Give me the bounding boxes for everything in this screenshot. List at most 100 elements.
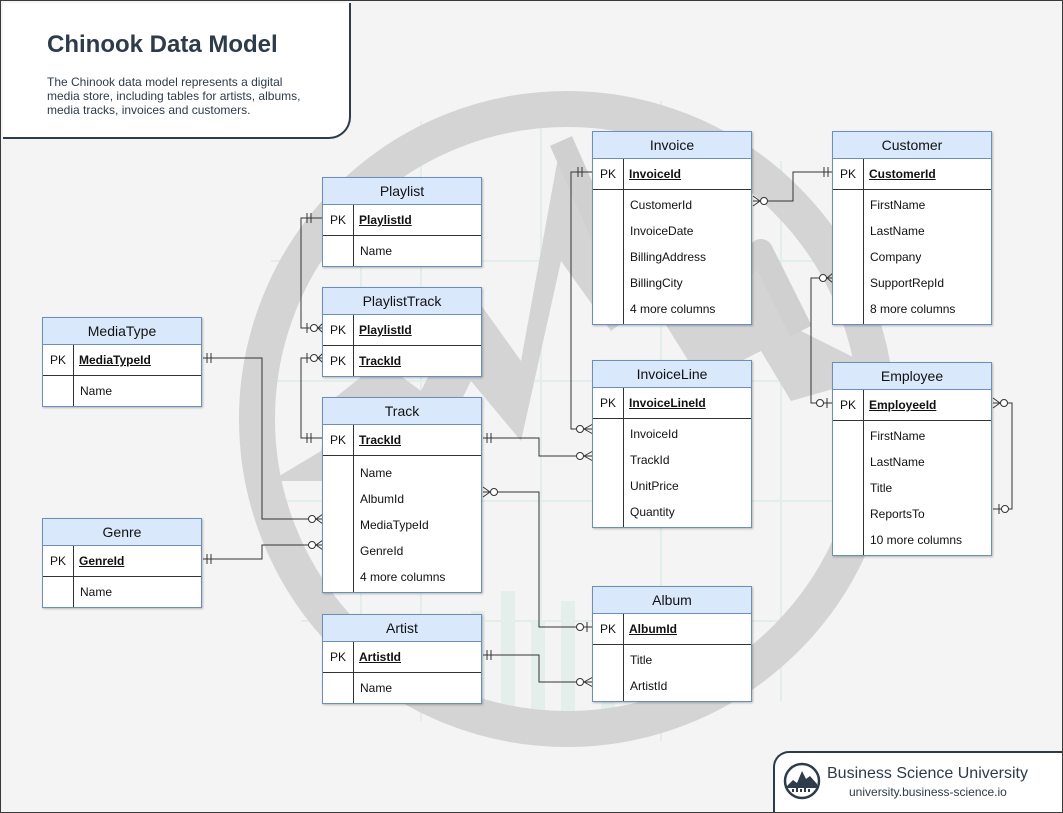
pk-column: InvoiceId <box>629 167 682 181</box>
column: ReportsTo <box>870 507 925 521</box>
pk-column: TrackId <box>359 354 402 368</box>
column-list: Name <box>43 376 201 406</box>
column: TrackId <box>630 453 670 467</box>
column: FirstName <box>870 429 926 443</box>
column: Name <box>360 466 393 480</box>
rel-invoice-invoiceline <box>570 171 593 430</box>
table-employee[interactable]: Employee PK EmployeeId FirstName LastNam… <box>832 362 992 556</box>
table-mediatype[interactable]: MediaType PK MediaTypeId Name <box>42 317 202 407</box>
column-list: Name <box>323 673 481 703</box>
pk-row: PK EmployeeId <box>833 390 991 421</box>
rel-album-track <box>483 491 593 628</box>
column-list: Title ArtistId <box>593 645 751 701</box>
table-title: Artist <box>323 615 481 642</box>
rel-track-invoiceline <box>483 437 593 457</box>
column: Quantity <box>630 505 675 519</box>
pk-row: PK CustomerId <box>833 159 991 190</box>
column: InvoiceDate <box>630 224 694 238</box>
pk-column: ArtistId <box>359 650 401 664</box>
rel-employee-customer <box>810 277 833 404</box>
column-list: Name <box>43 577 201 607</box>
column: CustomerId <box>630 198 693 212</box>
pk-label: PK <box>593 614 624 644</box>
column: 10 more columns <box>870 533 963 547</box>
column: 8 more columns <box>870 302 956 316</box>
column-list: Name AlbumId MediaTypeId GenreId 4 more … <box>323 456 481 592</box>
pk-column: CustomerId <box>869 167 936 181</box>
table-title: Employee <box>833 363 991 390</box>
column-list: CustomerId InvoiceDate BillingAddress Bi… <box>593 190 751 324</box>
table-genre[interactable]: Genre PK GenreId Name <box>42 518 202 608</box>
pk-row: PK PlaylistId <box>323 315 481 346</box>
pk-column: MediaTypeId <box>79 353 151 367</box>
pk-column: EmployeeId <box>869 398 937 412</box>
pk-row: PK GenreId <box>43 546 201 577</box>
column: Name <box>360 244 393 258</box>
rel-employee-self <box>993 402 1013 510</box>
column: AlbumId <box>360 492 405 506</box>
table-playlist[interactable]: Playlist PK PlaylistId Name <box>322 177 482 267</box>
pk-row: PK TrackId <box>323 425 481 456</box>
column-list: InvoiceId TrackId UnitPrice Quantity <box>593 419 751 527</box>
table-customer[interactable]: Customer PK CustomerId FirstName LastNam… <box>832 131 992 325</box>
column: MediaTypeId <box>360 518 429 532</box>
rel-playlist-playlisttrack <box>300 217 323 329</box>
pk-row: PK TrackId <box>323 346 481 376</box>
pk-column: AlbumId <box>629 622 677 636</box>
rel-genre-track <box>203 544 323 560</box>
table-invoice[interactable]: Invoice PK InvoiceId CustomerId InvoiceD… <box>592 131 752 325</box>
page-title: Chinook Data Model <box>47 31 278 58</box>
brand-panel: Business Science University university.b… <box>773 751 1062 812</box>
pk-label: PK <box>593 159 624 189</box>
column: Title <box>870 481 893 495</box>
column: FirstName <box>870 198 926 212</box>
table-title: Playlist <box>323 178 481 205</box>
column-list: FirstName LastName Company SupportRepId … <box>833 190 991 324</box>
column: BillingAddress <box>630 250 707 264</box>
pk-row: PK MediaTypeId <box>43 345 201 376</box>
column: SupportRepId <box>870 276 945 290</box>
pk-column: GenreId <box>79 554 125 568</box>
table-title: MediaType <box>43 318 201 345</box>
table-title: Customer <box>833 132 991 159</box>
pk-label: PK <box>323 425 354 455</box>
brand-url[interactable]: university.business-science.io <box>849 785 1007 799</box>
column: Company <box>870 250 922 264</box>
pk-row: PK InvoiceId <box>593 159 751 190</box>
column: BillingCity <box>630 276 683 290</box>
column: Name <box>80 585 113 599</box>
pk-row: PK PlaylistId <box>323 205 481 236</box>
column: ArtistId <box>630 679 668 693</box>
pk-row: PK ArtistId <box>323 642 481 673</box>
title-panel: Chinook Data Model The Chinook data mode… <box>3 3 351 139</box>
pk-label: PK <box>833 159 864 189</box>
pk-label: PK <box>323 642 354 672</box>
table-invoiceline[interactable]: InvoiceLine PK InvoiceLineId InvoiceId T… <box>592 360 752 528</box>
brand-logo-icon <box>783 762 821 800</box>
table-title: PlaylistTrack <box>323 288 481 315</box>
column: LastName <box>870 455 925 469</box>
pk-column: PlaylistId <box>359 323 412 337</box>
pk-column: InvoiceLineId <box>629 396 706 410</box>
pk-label: PK <box>43 546 74 576</box>
rel-artist-album <box>483 654 593 683</box>
column: Name <box>360 681 393 695</box>
pk-label: PK <box>323 315 354 345</box>
column: 4 more columns <box>630 302 716 316</box>
column: Title <box>630 653 653 667</box>
column-list: FirstName LastName Title ReportsTo 10 mo… <box>833 421 991 555</box>
pk-row: PK InvoiceLineId <box>593 388 751 419</box>
pk-label: PK <box>323 346 354 376</box>
table-artist[interactable]: Artist PK ArtistId Name <box>322 614 482 704</box>
table-title: Genre <box>43 519 201 546</box>
table-track[interactable]: Track PK TrackId Name AlbumId MediaTypeI… <box>322 397 482 593</box>
pk-label: PK <box>833 390 864 420</box>
table-album[interactable]: Album PK AlbumId Title ArtistId <box>592 586 752 702</box>
pk-label: PK <box>43 345 74 375</box>
table-playlisttrack[interactable]: PlaylistTrack PK PlaylistId PK TrackId <box>322 287 482 377</box>
column: InvoiceId <box>630 427 679 441</box>
table-title: InvoiceLine <box>593 361 751 388</box>
table-title: Album <box>593 587 751 614</box>
